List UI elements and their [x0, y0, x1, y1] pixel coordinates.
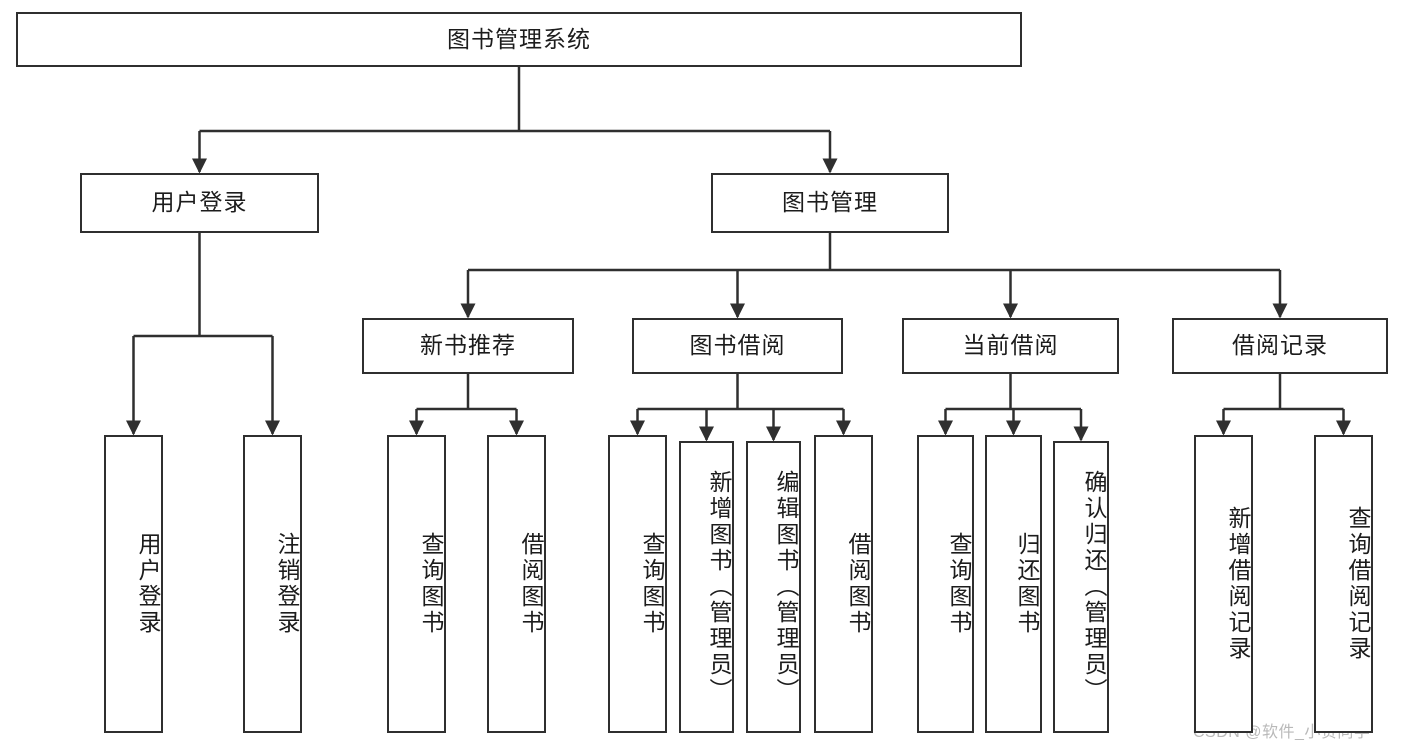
node-label: 查询图书: [946, 532, 972, 636]
node-current-borrow[interactable]: 当前借阅: [902, 318, 1119, 374]
node-label: 注销登录: [274, 532, 300, 636]
node-label: 用户登录: [135, 532, 161, 636]
node-label: 借阅记录: [1232, 332, 1328, 359]
node-label: 图书管理系统: [447, 25, 591, 52]
node-label: 查询借阅记录: [1345, 506, 1371, 662]
node-borrow-record[interactable]: 借阅记录: [1172, 318, 1388, 374]
node-leaf-borrow-book-1[interactable]: 借阅图书: [487, 435, 546, 733]
node-leaf-borrow-book-2[interactable]: 借阅图书: [814, 435, 873, 733]
node-label: 归还图书: [1014, 532, 1040, 636]
node-label: 图书借阅: [689, 332, 786, 359]
node-label: 借阅图书: [518, 532, 544, 636]
node-leaf-query-book-1[interactable]: 查询图书: [387, 435, 446, 733]
node-leaf-user-login[interactable]: 用户登录: [104, 435, 163, 733]
node-leaf-add-record[interactable]: 新增借阅记录: [1194, 435, 1253, 733]
node-leaf-confirm-return[interactable]: 确认归还（管理员）: [1053, 441, 1109, 733]
node-book-borrow[interactable]: 图书借阅: [632, 318, 843, 374]
node-leaf-edit-book[interactable]: 编辑图书（管理员）: [746, 441, 801, 733]
node-user-login[interactable]: 用户登录: [80, 173, 319, 233]
node-leaf-add-book[interactable]: 新增图书（管理员）: [679, 441, 734, 733]
node-leaf-return-book[interactable]: 归还图书: [985, 435, 1042, 733]
node-label: 图书管理: [782, 189, 878, 216]
node-label: 当前借阅: [962, 332, 1059, 359]
node-leaf-query-book-3[interactable]: 查询图书: [917, 435, 974, 733]
node-label: 借阅图书: [845, 532, 871, 636]
node-label: 编辑图书（管理员）: [773, 470, 799, 704]
node-leaf-query-book-2[interactable]: 查询图书: [608, 435, 667, 733]
node-label: 用户登录: [151, 189, 248, 216]
node-new-book-rec[interactable]: 新书推荐: [362, 318, 574, 374]
node-leaf-logout[interactable]: 注销登录: [243, 435, 302, 733]
node-leaf-query-record[interactable]: 查询借阅记录: [1314, 435, 1373, 733]
node-root[interactable]: 图书管理系统: [16, 12, 1022, 67]
node-label: 查询图书: [418, 532, 444, 636]
node-book-manage[interactable]: 图书管理: [711, 173, 949, 233]
node-label: 确认归还（管理员）: [1081, 470, 1107, 704]
node-label: 新增借阅记录: [1225, 506, 1251, 662]
node-label: 新书推荐: [420, 332, 516, 359]
node-label: 新增图书（管理员）: [706, 470, 732, 704]
node-label: 查询图书: [639, 532, 665, 636]
